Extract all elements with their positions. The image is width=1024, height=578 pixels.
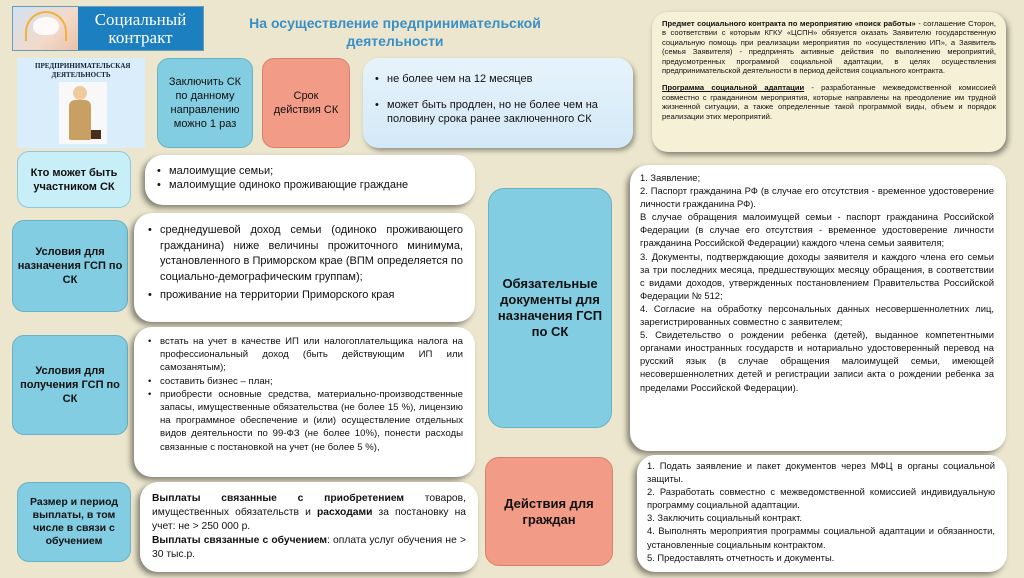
page-title: На осуществление предпринимательской дея…	[249, 15, 541, 49]
logo-text-1: Социальный	[94, 10, 187, 29]
action-item: 4. Выполнять мероприятия программы социа…	[647, 525, 995, 550]
condition-item: составить бизнес – план;	[146, 375, 463, 388]
term-box: Срок действия СК	[262, 58, 350, 148]
once-box: Заключить СК по данному направлению можн…	[157, 58, 253, 148]
subject-term: Предмет социального контракта по меропри…	[662, 19, 916, 28]
payment-text: за постановку на учет: не > 250 000 р.	[152, 507, 466, 532]
participant-item: малоимущие семьи;	[155, 164, 465, 178]
term-details: не более чем на 12 месяцев может быть про…	[363, 58, 633, 148]
document-item: 3. Документы, подтверждающие доходы заяв…	[640, 250, 994, 301]
documents-list: 1. Заявление; 2. Паспорт гражданина РФ (…	[630, 165, 1006, 451]
action-item: 3. Заключить социальный контракт.	[647, 512, 803, 524]
businessman-icon	[59, 82, 107, 144]
condition-item: проживание на территории Приморского кра…	[146, 288, 463, 302]
picture-caption: ПРЕДПРИНИМАТЕЛЬСКАЯ ДЕЯТЕЛЬНОСТЬ	[35, 62, 131, 79]
condition-item: встать на учет в качестве ИП или налогоп…	[146, 335, 463, 375]
receive-conditions-list: встать на учет в качестве ИП или налогоп…	[134, 327, 475, 477]
subject-text: - соглашение Сторон, в соответствии с ко…	[662, 19, 996, 76]
entrepreneur-picture: ПРЕДПРИНИМАТЕЛЬСКАЯ ДЕЯТЕЛЬНОСТЬ	[17, 58, 145, 148]
payment-bold: Выплаты связанные с приобретением	[152, 493, 405, 504]
actions-label: Действия для граждан	[485, 457, 613, 566]
payments-text: Выплаты связанные с приобретением товаро…	[140, 482, 478, 572]
document-item: 5. Свидетельство о рождении ребенка (дет…	[640, 329, 994, 393]
subject-definition-box: Предмет социального контракта по меропри…	[652, 12, 1006, 152]
actions-list: 1. Подать заявление и пакет документов ч…	[637, 455, 1007, 572]
program-text: - разработанные межведомственной комисси…	[662, 83, 997, 121]
payment-bold: Выплаты связанные с обучением	[152, 535, 328, 546]
condition-item: приобрести основные средства, материальн…	[146, 388, 463, 454]
document-item: 4. Согласие на обработку персональных да…	[640, 302, 994, 328]
action-item: 2. Разработать совместно с межведомствен…	[647, 486, 995, 511]
hands-people-icon	[13, 7, 78, 50]
document-item: 1. Заявление;	[640, 172, 701, 183]
program-term: Программа социальной адаптации	[662, 83, 805, 93]
term-item: может быть продлен, но не более чем на п…	[373, 98, 623, 126]
documents-label: Обязательные документы для назначения ГС…	[488, 188, 612, 428]
payment-text: : оплата услуг обучения не > 30 тыс.р.	[152, 535, 466, 560]
action-item: 5. Предоставлять отчетность и документы.	[647, 551, 835, 563]
participant-item: малоимущие одиноко проживающие граждане	[155, 178, 465, 192]
action-item: 1. Подать заявление и пакет документов ч…	[647, 460, 995, 485]
payment-text: товаров, имущественных обязательств и	[152, 493, 466, 518]
assign-conditions-list: среднедушевой доход семьи (одиноко прожи…	[134, 213, 475, 322]
document-item: В случае обращения малоимущей семьи - па…	[640, 211, 994, 249]
participants-label: Кто может быть участником СК	[17, 151, 131, 208]
condition-item: среднедушевой доход семьи (одиноко прожи…	[146, 223, 463, 285]
payment-bold: расходами	[316, 507, 373, 518]
document-item: 2. Паспорт гражданина РФ (в случае его о…	[640, 185, 994, 210]
participants-list: малоимущие семьи;малоимущие одиноко прож…	[145, 155, 475, 205]
assign-conditions-label: Условия для назначения ГСП по СК	[12, 220, 128, 312]
logo-text-2: контракт	[108, 28, 173, 47]
payments-label: Размер и период выплаты, в том числе в с…	[17, 482, 131, 562]
receive-conditions-label: Условия для получения ГСП по СК	[12, 335, 128, 435]
term-item: не более чем на 12 месяцев	[373, 72, 623, 86]
